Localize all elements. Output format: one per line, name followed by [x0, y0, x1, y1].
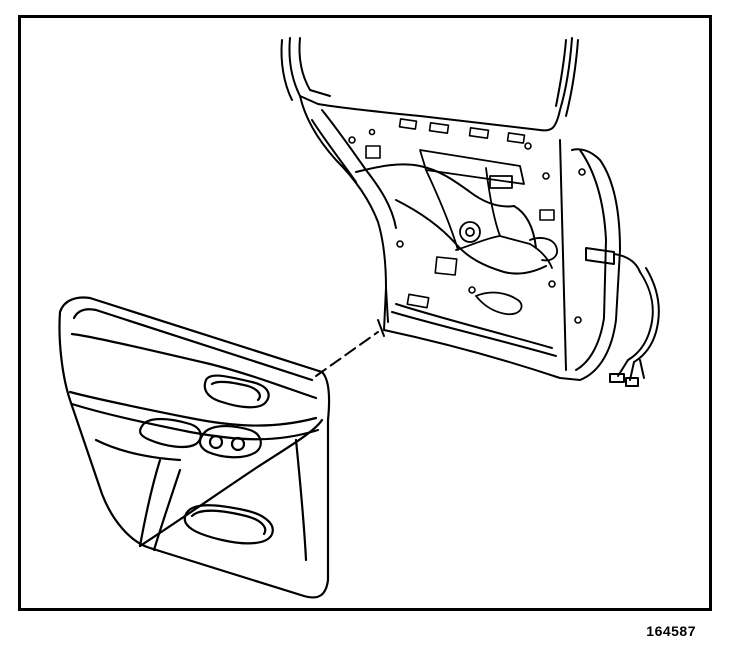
window-regulator: [420, 150, 557, 314]
door-inner-frame: [281, 38, 620, 380]
door-panel-holes: [349, 119, 585, 323]
door-wiring-connector: [586, 248, 659, 386]
door-wiring-harness: [356, 164, 546, 273]
figure-number: 164587: [646, 623, 696, 639]
door-trim-panel-diagram: [18, 15, 712, 611]
door-trim-panel: [59, 298, 329, 598]
alignment-leader-line: [316, 332, 378, 376]
